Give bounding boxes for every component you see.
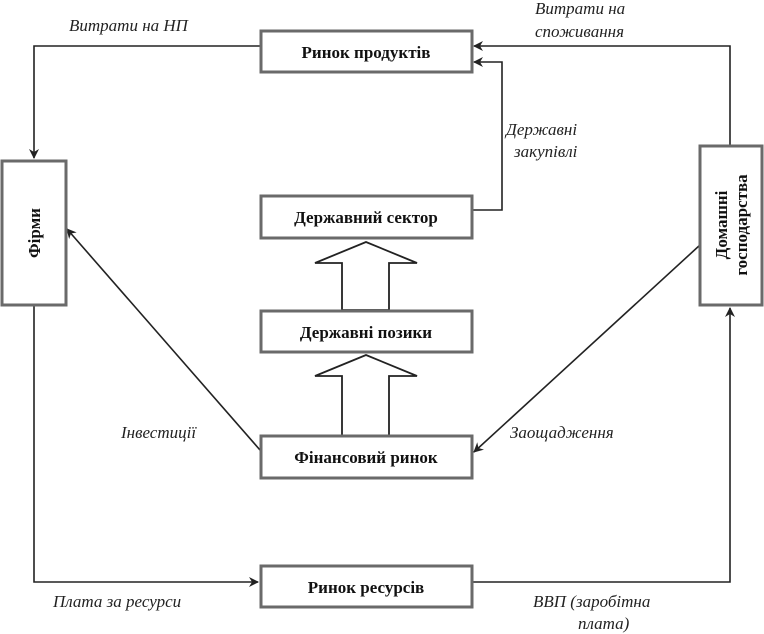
hollow-arrow-loans-to-sector [314,241,418,311]
label-consumption-line1: Витрати на [535,0,625,18]
arrow-resource-payment [33,305,259,587]
arrow-savings [473,244,701,453]
label-gnp-spending: Витрати на НП [69,16,190,35]
resource-market-label: Ринок ресурсів [308,578,424,597]
government-loans-box: Державні позики [259,309,474,354]
arrow-investment [66,228,261,451]
label-gdp-line2: плата) [578,614,630,633]
label-consumption-line2: споживання [535,22,624,41]
product-market-box: Ринок продуктів [259,29,474,74]
arrow-gov-purchases [472,57,503,211]
government-sector-box: Державний сектор [259,194,474,240]
government-loans-label: Державні позики [300,323,432,342]
label-resource-payment: Плата за ресурси [52,592,181,611]
label-gov-purchases-line1: Державні [504,120,577,139]
financial-market-box: Фінансовий ринок [259,434,474,480]
label-investment: Інвестиції [120,423,197,442]
households-label-line1: Домашні [712,190,731,259]
arrow-gdp [472,307,735,583]
label-gov-purchases-line2: закупівлі [513,142,578,161]
financial-market-label: Фінансовий ринок [294,448,438,467]
hollow-arrow-market-to-loans [314,354,418,437]
households-box: Домашні господарства [698,144,764,307]
resource-market-box: Ринок ресурсів [259,564,474,609]
government-sector-label: Державний сектор [294,208,438,227]
label-gdp-line1: ВВП (заробітна [533,592,650,611]
label-savings: Заощадження [510,423,614,442]
arrow-gnp-spending [29,45,260,159]
households-label-line2: господарства [732,174,751,276]
product-market-label: Ринок продуктів [302,43,431,62]
firms-label: Фірми [25,208,44,258]
arrow-consumption [473,41,731,145]
firms-box: Фірми [0,159,68,307]
